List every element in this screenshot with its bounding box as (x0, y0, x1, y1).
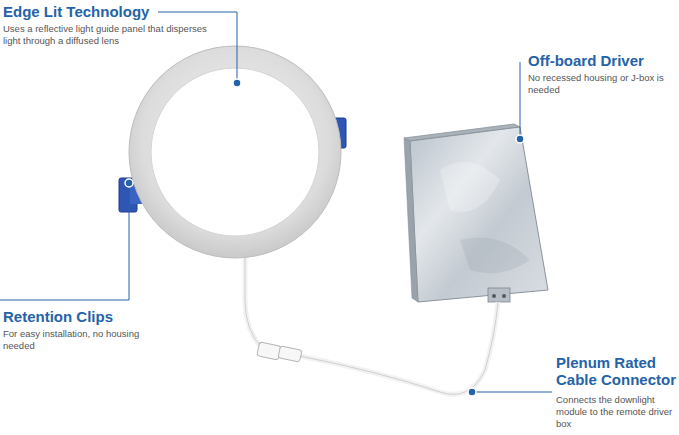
label-holder: Connects the downlight module to the rem… (556, 394, 674, 430)
callout-text: Connects the downlight module to the rem… (556, 394, 674, 430)
trim-ring (129, 46, 341, 258)
label-holder: For easy installation, no housing needed (3, 328, 153, 352)
callout-text: For easy installation, no housing needed (3, 328, 153, 352)
callout-heading: Off-board Driver (528, 52, 676, 69)
leader-lines (0, 12, 552, 392)
callout-text: No recessed housing or J-box is needed (528, 72, 668, 96)
callout-text: Uses a reflective light guide panel that… (3, 23, 218, 47)
label-holder: Retention Clips (3, 308, 163, 325)
cable (300, 302, 498, 394)
callout-heading: Edge Lit Technology (3, 3, 203, 20)
label-holder: Plenum Rated Cable Connector (556, 354, 676, 388)
label-holder: No recessed housing or J-box is needed (528, 72, 668, 96)
label-holder: Uses a reflective light guide panel that… (3, 23, 218, 47)
diffused-lens (151, 68, 319, 236)
callout-heading: Retention Clips (3, 308, 163, 325)
label-holder: Off-board Driver (528, 52, 676, 69)
leader-dots (125, 79, 524, 396)
cable-edge (245, 258, 262, 348)
driver-box (404, 124, 548, 302)
cable (245, 258, 262, 348)
callout-heading: Plenum Rated Cable Connector (556, 354, 676, 388)
label-holder: Edge Lit Technology (3, 3, 203, 20)
cable-connector (257, 342, 302, 362)
cable-edge (300, 302, 498, 394)
